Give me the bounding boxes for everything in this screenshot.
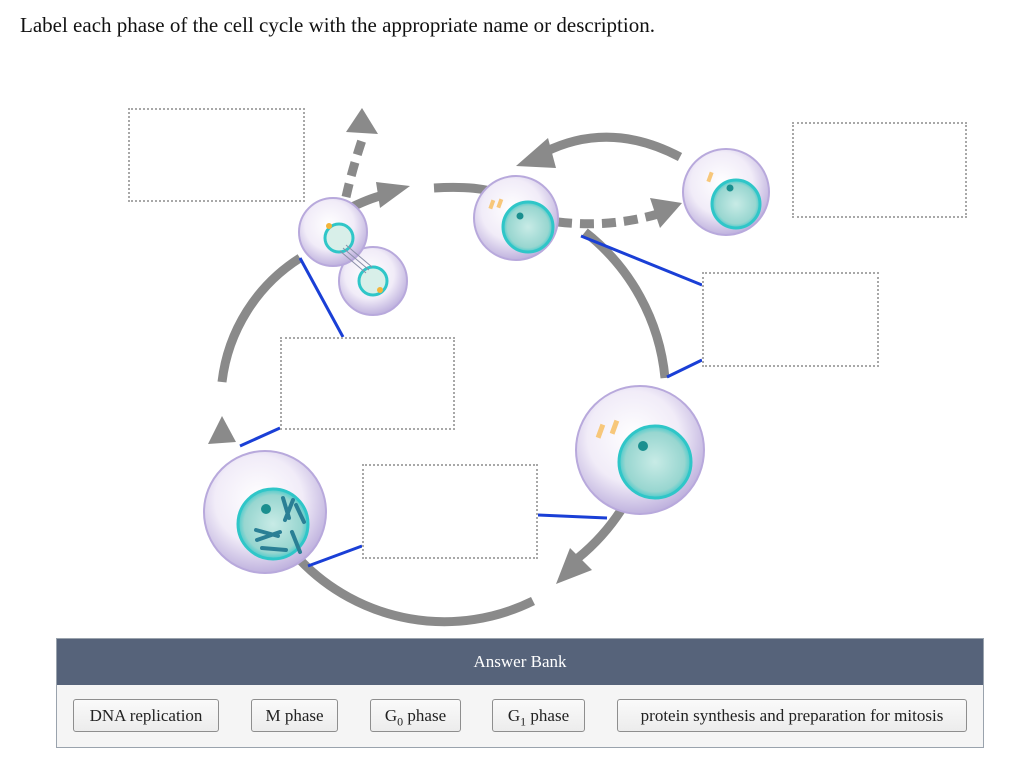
answer-bank: Answer Bank DNA replication M phase G0 p… — [56, 638, 984, 748]
answer-chip-label: M phase — [265, 705, 324, 725]
leader-line-left — [239, 426, 281, 448]
arrowhead-left — [208, 416, 236, 444]
answer-chip-g0-phase[interactable]: G0 phase — [370, 699, 461, 732]
g1-cell — [473, 175, 559, 261]
answer-chip-dna-replication[interactable]: DNA replication — [73, 699, 219, 732]
answer-chip-label-subscript: 1 — [520, 713, 527, 728]
leader-line-bottom — [307, 544, 363, 568]
arrowhead-g0-dashed — [650, 198, 682, 228]
answer-bank-items: DNA replication M phase G0 phase G1 phas… — [57, 685, 983, 748]
answer-chip-label: DNA replication — [89, 705, 203, 725]
g0-return-arc — [543, 132, 683, 161]
prophase-cell — [203, 450, 327, 574]
answer-chip-protein-synthesis[interactable]: protein synthesis and preparation for mi… — [617, 699, 967, 732]
cycle-arc-bottom — [296, 556, 535, 627]
answer-chip-label-letter: G — [507, 705, 521, 725]
answer-chip-label: G1 phase — [507, 705, 570, 728]
answer-chip-label-suffix: phase — [526, 705, 570, 725]
leader-line-mphase — [298, 257, 345, 338]
answer-chip-label-suffix: phase — [403, 705, 447, 725]
leader-line-top-right — [580, 234, 703, 287]
g0-cell — [682, 148, 770, 236]
leader-line-right — [666, 358, 703, 379]
answer-chip-label: G0 phase — [384, 705, 447, 728]
arrowhead-g0-return — [516, 138, 556, 168]
answer-chip-m-phase[interactable]: M phase — [251, 699, 338, 732]
drop-zone-center-bottom[interactable] — [362, 464, 538, 559]
cell-cycle-diagram — [203, 108, 770, 627]
cycle-arc-left — [217, 254, 303, 383]
arrowhead-exit — [346, 108, 378, 134]
question-prompt: Label each phase of the cell cycle with … — [20, 13, 655, 37]
answer-chip-label: protein synthesis and preparation for mi… — [640, 705, 944, 725]
drop-zone-right[interactable] — [702, 272, 879, 367]
leader-line-bottom-right — [537, 513, 608, 520]
cycle-arc-right — [582, 228, 670, 379]
dividing-cells — [298, 197, 408, 316]
cycle-arc-top-right — [433, 182, 492, 196]
g0-dashed-arrow — [557, 209, 660, 229]
drop-zone-top-left[interactable] — [128, 108, 305, 202]
exit-dashed-arrow — [341, 138, 367, 198]
arrowhead-right-lower — [556, 548, 592, 584]
answer-bank-header: Answer Bank — [57, 639, 983, 685]
answer-chip-label-letter: G — [384, 705, 398, 725]
drop-zone-center-left[interactable] — [280, 337, 455, 430]
drop-zone-top-right[interactable] — [792, 122, 967, 218]
answer-chip-g1-phase[interactable]: G1 phase — [492, 699, 585, 732]
answer-chip-label-subscript: 0 — [397, 713, 404, 728]
s-phase-cell — [575, 385, 705, 515]
arrowhead-top — [376, 182, 410, 208]
